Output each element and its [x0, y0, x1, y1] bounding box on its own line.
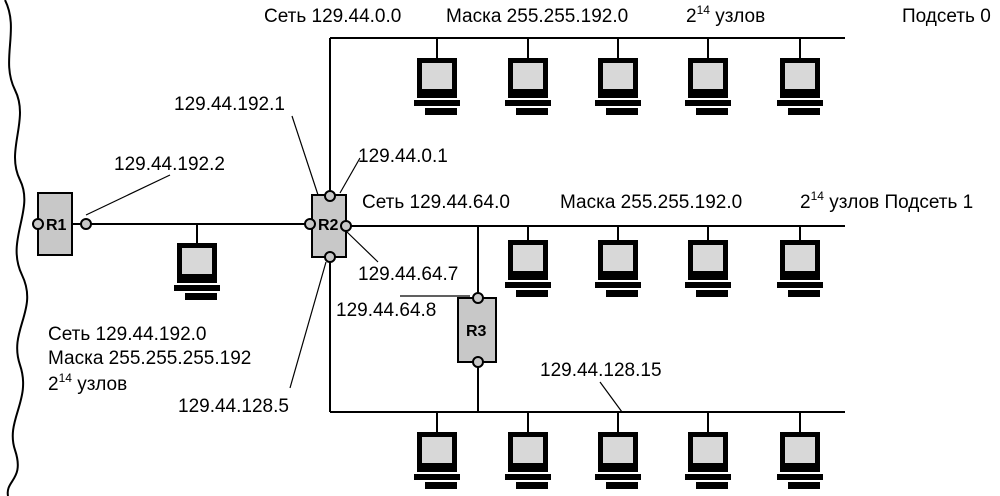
subnet1-host-computer [685, 240, 731, 297]
r3-subnet1-address: 129.44.64.8 [336, 300, 436, 321]
backbone-host-computer [174, 243, 220, 300]
subnet0-hosts-label: 214 узлов [686, 3, 765, 27]
router-r2: R2 [304, 190, 352, 263]
subnet1-host-computer [595, 240, 641, 297]
subnet2-host-computer [595, 432, 641, 489]
subnet0-host-computer [595, 58, 641, 115]
subnet0-host-computer [777, 58, 823, 115]
subnet2-host-address: 129.44.128.15 [540, 360, 662, 381]
internet-cloud-edge [4, 0, 29, 496]
left-network-label: Сеть 129.44.192.0 [48, 324, 206, 345]
subnet2-host-computer [777, 432, 823, 489]
subnet0-host-computer [505, 58, 551, 115]
left-hosts-label: 214 узлов [48, 371, 127, 395]
r2-subnet2-address: 129.44.128.5 [178, 396, 289, 417]
r2-wan-address: 129.44.192.1 [174, 94, 285, 115]
subnet1-mask-label: Маска 255.255.192.0 [560, 192, 742, 213]
subnet0-name-label: Подсеть 0 [902, 6, 991, 27]
subnet1-network-label: Сеть 129.44.64.0 [362, 192, 510, 213]
router-r2-label: R2 [318, 217, 339, 234]
subnet0-network-label: Сеть 129.44.0.0 [264, 6, 401, 27]
subnet1-host-computer [505, 240, 551, 297]
subnet1-hosts [505, 226, 823, 297]
router-r1: R1 [32, 192, 92, 256]
subnet2-host-computer [414, 432, 460, 489]
r2-subnet0-address: 129.44.0.1 [358, 146, 448, 167]
subnet2-host-computer [505, 432, 551, 489]
router-r3: R3 [457, 292, 497, 368]
router-r3-label: R3 [466, 323, 487, 340]
router-r1-label: R1 [46, 217, 67, 234]
address-leader-lines [85, 115, 623, 413]
subnet1-host-computer [777, 240, 823, 297]
r2-subnet1-address: 129.44.64.7 [358, 264, 458, 285]
r1-wan-address: 129.44.192.2 [114, 154, 225, 175]
subnet0-host-computer [685, 58, 731, 115]
subnet0-host-computer [414, 58, 460, 115]
left-mask-label: Маска 255.255.255.192 [48, 348, 251, 369]
subnet0-hosts [414, 38, 823, 115]
subnet2-host-computer [685, 432, 731, 489]
subnet2-hosts [414, 412, 823, 489]
subnet0-mask-label: Маска 255.255.192.0 [446, 6, 628, 27]
subnet1-hosts-label: 214 узлов Подсеть 1 [800, 189, 973, 213]
